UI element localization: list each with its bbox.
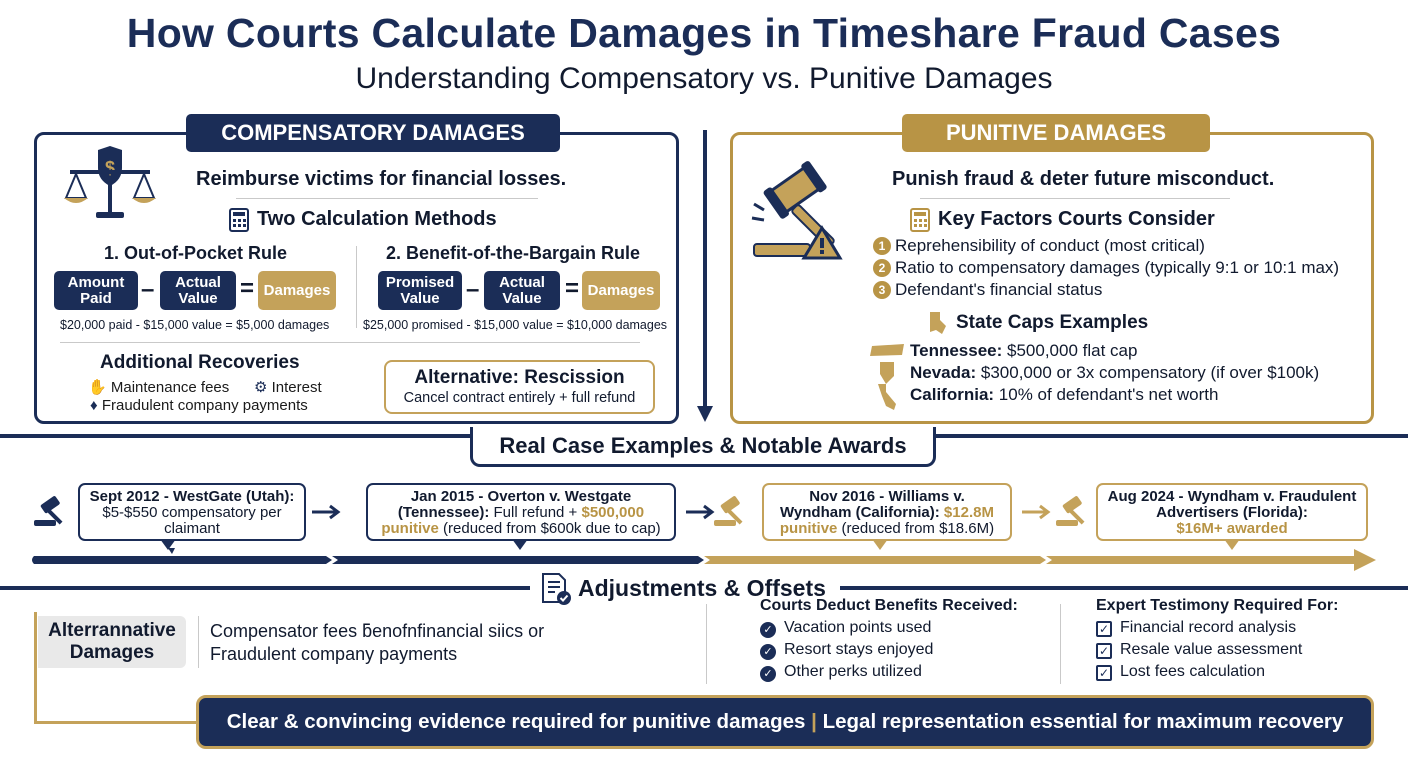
- alt-damages-text: Compensator fees ƃenofnfinancial siics o…: [210, 621, 545, 664]
- pointer-icon: [872, 539, 888, 550]
- caps-title: State Caps Examples: [956, 312, 1149, 333]
- expert-item: ✓Resale value assessment: [1096, 641, 1302, 659]
- cap-item-tennessee: Tennessee: $500,000 flat cap: [910, 341, 1138, 360]
- promised-value-box: Promised Value: [378, 271, 462, 310]
- pointer-icon: [512, 539, 528, 550]
- gavel-icon: [1056, 496, 1085, 526]
- adjustments-title: Adjustments & Offsets: [530, 570, 840, 606]
- rescission-title: Alternative: Rescission: [414, 367, 625, 388]
- bracket-line: [34, 721, 200, 724]
- factors-title: Key Factors Courts Consider: [938, 208, 1215, 230]
- damages-box: Damages: [258, 271, 336, 310]
- right-arrow-icon: [312, 504, 341, 520]
- document-check-icon: [542, 573, 571, 605]
- divider: [1060, 604, 1061, 684]
- amount-paid-box: Amount Paid: [54, 271, 138, 310]
- timeline-arrow: [32, 548, 1376, 571]
- divider: [236, 198, 538, 199]
- method2-title: 2. Benefit-of-the-Bargain Rule: [386, 243, 641, 263]
- case-card-2024: Aug 2024 - Wyndham v. Fraudulent Adverti…: [1096, 483, 1368, 541]
- page-title: How Courts Calculate Damages in Timeshar…: [126, 10, 1282, 56]
- damages-box: Damages: [582, 271, 660, 310]
- cases-title: Real Case Examples & Notable Awards: [470, 427, 936, 467]
- expert-item: ✓Financial record analysis: [1096, 619, 1296, 637]
- hand-coin-icon: ✋: [88, 379, 107, 396]
- check-circle-icon: ✓: [760, 666, 776, 682]
- divider: [198, 616, 199, 668]
- case-card-2016: Nov 2016 - Williams v. Wyndham (Californ…: [762, 483, 1012, 541]
- recovery-item: ♦ Fraudulent company payments: [90, 397, 308, 414]
- nevada-shape-icon: [880, 362, 894, 384]
- divider: [706, 604, 707, 684]
- percent-icon: ⚙: [254, 379, 268, 396]
- gavel-icon: [714, 496, 743, 526]
- map-state-icon: [930, 312, 946, 334]
- compensatory-purpose: Reimburse victims for financial losses.: [196, 168, 567, 190]
- bracket-line: [34, 612, 37, 724]
- method1-example: $20,000 paid - $15,000 value = $5,000 da…: [60, 318, 330, 332]
- checkbox-icon: ✓: [1096, 665, 1112, 681]
- tennessee-shape-icon: [870, 344, 904, 356]
- alt-damages-label: Alterrannative Damages: [38, 616, 186, 668]
- recovery-item: ⚙ Interest: [254, 379, 322, 396]
- actual-value-box: Actual Value: [484, 271, 560, 310]
- rescission-text: Cancel contract entirely + full refund: [403, 390, 636, 406]
- gavel-warning-icon: [751, 161, 843, 260]
- calculator-icon: [910, 208, 930, 232]
- punitive-purpose: Punish fraud & deter future misconduct.: [892, 168, 1275, 190]
- down-arrow-icon: [697, 130, 713, 422]
- method1-title: 1. Out-of-Pocket Rule: [104, 243, 288, 263]
- rescission-box: Alternative: Rescission Cancel contract …: [384, 360, 655, 414]
- actual-value-box: Actual Value: [160, 271, 236, 310]
- footer-banner: Clear & convincing evidence required for…: [196, 695, 1374, 749]
- california-shape-icon: [878, 384, 896, 410]
- method-divider: [356, 246, 357, 328]
- case-card-2015: Jan 2015 - Overton v. Westgate (Tennesse…: [366, 483, 676, 541]
- deduct-item: ✓Other perks utilized: [760, 663, 922, 682]
- money-bag-icon: ♦: [90, 397, 98, 414]
- deduct-title: Courts Deduct Benefits Received:: [760, 597, 1018, 614]
- recovery-item: ✋ Maintenance fees: [88, 379, 230, 396]
- recoveries-title: Additional Recoveries: [100, 352, 300, 373]
- gavel-icon: [34, 496, 63, 526]
- check-circle-icon: ✓: [760, 622, 776, 638]
- pointer-icon: [160, 539, 176, 550]
- method2-example: $25,000 promised - $15,000 value = $10,0…: [363, 318, 668, 332]
- methods-title: Two Calculation Methods: [257, 208, 497, 230]
- expert-title: Expert Testimony Required For:: [1096, 597, 1339, 614]
- right-arrow-icon: [1022, 504, 1051, 520]
- deduct-item: ✓Vacation points used: [760, 619, 931, 638]
- page-subtitle: Understanding Compensatory vs. Punitive …: [355, 62, 1053, 95]
- expert-item: ✓Lost fees calculation: [1096, 663, 1265, 681]
- checkbox-icon: ✓: [1096, 643, 1112, 659]
- calculator-icon: [229, 208, 249, 232]
- number-1-icon: 1: [873, 237, 891, 255]
- number-2-icon: 2: [873, 259, 891, 277]
- minus-sign: –: [141, 276, 155, 303]
- equals-sign: =: [240, 275, 255, 302]
- check-circle-icon: ✓: [760, 644, 776, 660]
- case-card-2012: Sept 2012 - WestGate (Utah): $5-$550 com…: [78, 483, 306, 541]
- checkbox-icon: ✓: [1096, 621, 1112, 637]
- equals-sign: =: [565, 275, 580, 302]
- deduct-item: ✓Resort stays enjoyed: [760, 641, 933, 660]
- minus-sign: –: [466, 276, 480, 303]
- cap-item-california: California: 10% of defendant's net worth: [910, 385, 1219, 404]
- pointer-icon: [1224, 539, 1240, 550]
- divider: [920, 198, 1230, 199]
- scales-of-justice-icon: $: [64, 146, 156, 218]
- svg-text:$: $: [105, 158, 115, 178]
- compensatory-tab: COMPENSATORY DAMAGES: [186, 114, 560, 152]
- right-arrow-icon: [686, 504, 715, 520]
- cap-item-nevada: Nevada: $300,000 or 3x compensatory (if …: [910, 363, 1320, 382]
- number-3-icon: 3: [873, 281, 891, 299]
- divider: [60, 342, 640, 343]
- punitive-tab: PUNITIVE DAMAGES: [902, 114, 1210, 152]
